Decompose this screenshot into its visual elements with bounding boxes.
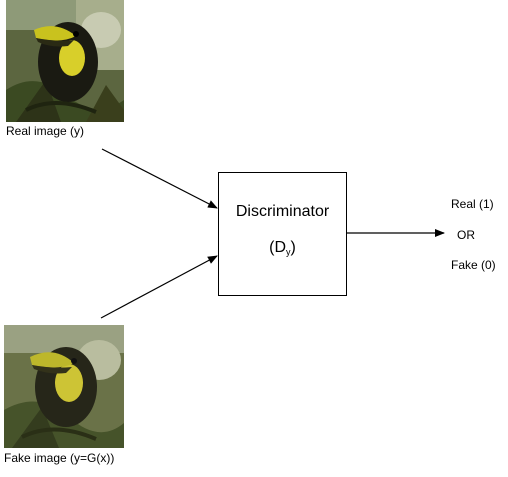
discriminator-title: Discriminator xyxy=(235,203,330,220)
real-to-discriminator-arrow xyxy=(101,148,218,209)
fake-image xyxy=(4,325,124,448)
fake-image-caption: Fake image (y=G(x)) xyxy=(4,451,115,465)
discriminator-symbol: (Dy) xyxy=(269,239,296,257)
real-image xyxy=(6,0,124,122)
output-fake-label: Fake (0) xyxy=(451,258,496,272)
real-image-caption: Real image (y) xyxy=(6,124,85,138)
output-or-label: OR xyxy=(457,228,475,242)
fake-to-discriminator-arrow xyxy=(100,255,218,319)
discriminator-box: Discriminator (Dy) xyxy=(218,172,347,296)
output-real-label: Real (1) xyxy=(451,197,494,211)
